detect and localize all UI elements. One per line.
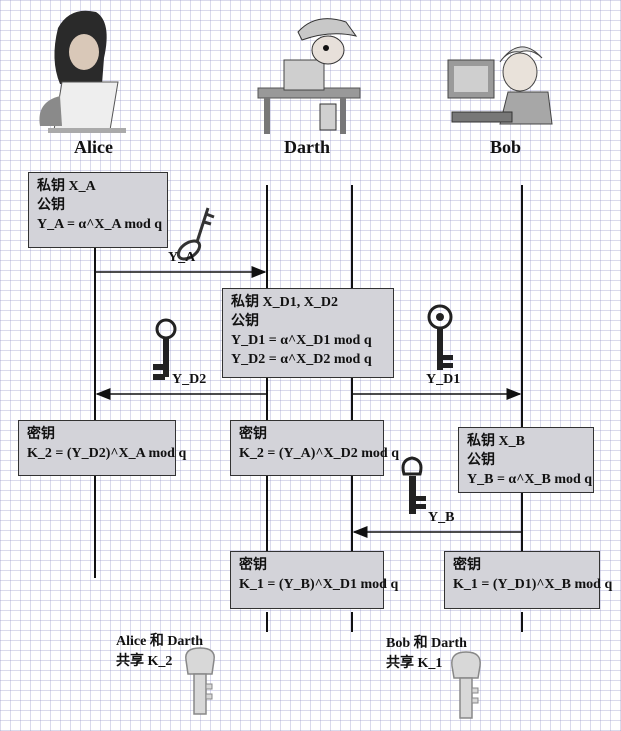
- alice-public-key-formula: Y_A = α^X_A mod q: [37, 217, 163, 232]
- arrow-yd2-label: Y_D2: [172, 372, 207, 387]
- bob-label: Bob: [490, 137, 522, 157]
- key-icon-yb: [401, 456, 426, 514]
- darth-secret-k1-box: 密钥 K_1 = (Y_B)^X_D1 mod q: [230, 551, 399, 609]
- bob-private-key: 私钥 X_B: [467, 434, 525, 449]
- alice-secret-formula: K_2 = (Y_D2)^X_A mod q: [27, 446, 187, 461]
- bob-secret-label: 密钥: [453, 558, 481, 573]
- darth-secret-k2-label: 密钥: [239, 427, 267, 442]
- bob-public-key-formula: Y_B = α^X_B mod q: [467, 472, 593, 487]
- alice-private-key: 私钥 X_A: [37, 179, 96, 194]
- alice-public-key-label: 公钥: [37, 198, 65, 213]
- bob-secret-formula: K_1 = (Y_D1)^X_B mod q: [453, 577, 613, 592]
- darth-secret-k1-formula: K_1 = (Y_B)^X_D1 mod q: [239, 577, 399, 592]
- alice-secret-box: 密钥 K_2 = (Y_D2)^X_A mod q: [18, 420, 187, 476]
- darth-secret-k2-box: 密钥 K_2 = (Y_A)^X_D2 mod q: [230, 420, 400, 476]
- darth-figure-icon: [257, 18, 361, 134]
- darth-public-key-yd1: Y_D1 = α^X_D1 mod q: [231, 333, 372, 348]
- darth-secret-k1-label: 密钥: [239, 558, 267, 573]
- darth-secret-k2-formula: K_2 = (Y_A)^X_D2 mod q: [239, 446, 400, 461]
- key-icon-yd2: [153, 318, 177, 380]
- shared-k2-line2: 共享 K_2: [116, 654, 173, 669]
- darth-public-key-yd2: Y_D2 = α^X_D2 mod q: [231, 352, 372, 367]
- shared-key-k1-icon: [451, 651, 481, 719]
- shared-k2-line1: Alice 和 Darth: [116, 634, 204, 649]
- shared-k1-line2: 共享 K_1: [386, 656, 443, 671]
- darth-key-box: 私钥 X_D1, X_D2 公钥 Y_D1 = α^X_D1 mod q Y_D…: [222, 288, 394, 378]
- alice-key-box: 私钥 X_A 公钥 Y_A = α^X_A mod q: [28, 172, 168, 248]
- alice-label: Alice: [74, 137, 113, 157]
- darth-private-keys: 私钥 X_D1, X_D2: [231, 295, 338, 310]
- bob-key-box: 私钥 X_B 公钥 Y_B = α^X_B mod q: [458, 427, 594, 493]
- lifelines: [94, 185, 523, 632]
- shared-k1-annotation: Bob 和 Darth 共享 K_1: [386, 634, 467, 674]
- alice-secret-label: 密钥: [27, 427, 55, 442]
- shared-key-k2-icon: [185, 647, 215, 715]
- key-icon-yd1: [427, 304, 453, 370]
- bob-public-key-label: 公钥: [467, 453, 495, 468]
- darth-label: Darth: [284, 137, 330, 157]
- alice-figure-icon: [39, 10, 126, 133]
- shared-k2-annotation: Alice 和 Darth 共享 K_2: [116, 632, 203, 672]
- darth-public-key-label: 公钥: [231, 314, 259, 329]
- key-icon-ya: [176, 207, 215, 261]
- bob-figure-icon: [447, 46, 553, 125]
- arrow-yb-label: Y_B: [428, 510, 455, 525]
- arrow-ya-label: Y_A: [168, 250, 196, 265]
- shared-k1-line1: Bob 和 Darth: [386, 636, 467, 651]
- bob-secret-box: 密钥 K_1 = (Y_D1)^X_B mod q: [444, 551, 613, 609]
- arrow-yd1-label: Y_D1: [426, 372, 461, 387]
